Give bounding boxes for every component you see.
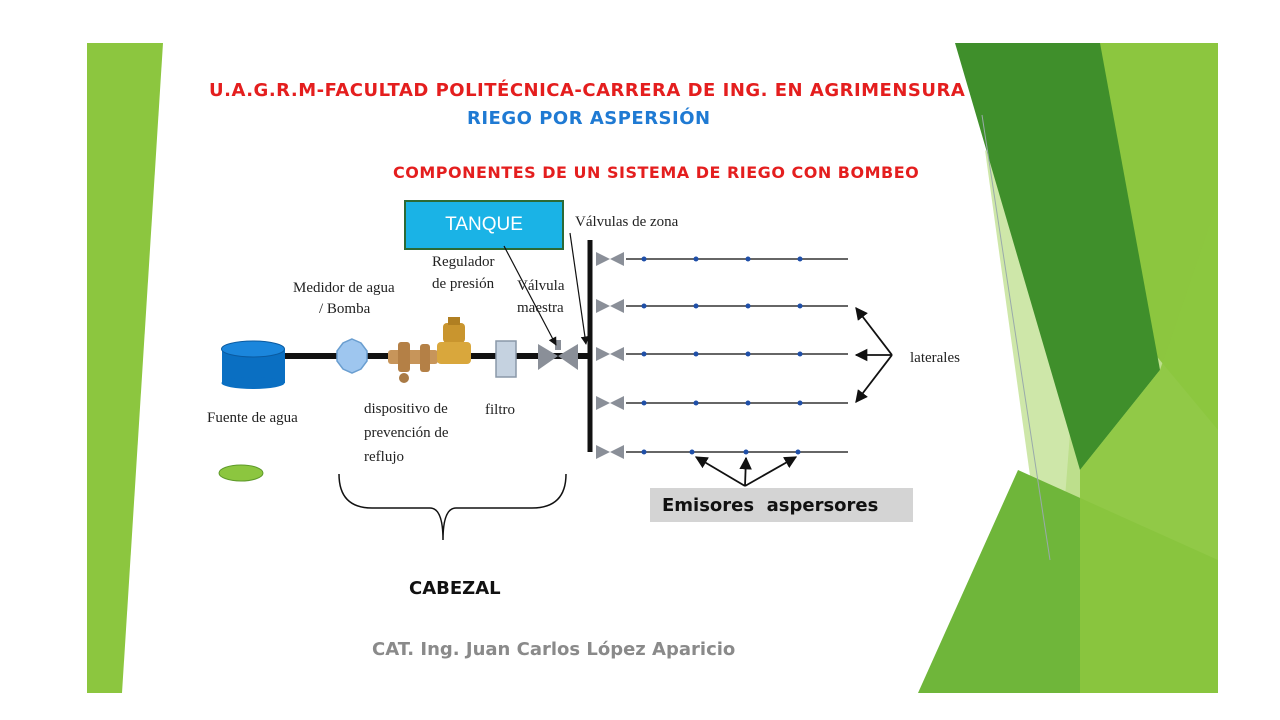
laterals-arrow-1 bbox=[855, 306, 893, 356]
tank-box: TANQUE bbox=[404, 200, 564, 250]
water-source-icon bbox=[221, 340, 285, 389]
lateral-4 bbox=[596, 396, 848, 410]
subject-title: RIEGO POR ASPERSIÓN bbox=[467, 108, 711, 129]
head-label: CABEZAL bbox=[409, 578, 501, 599]
thin-line bbox=[981, 114, 1051, 561]
right-green-bright bbox=[1080, 200, 1218, 693]
topic-title: COMPONENTES DE UN SISTEMA DE RIEGO CON B… bbox=[393, 163, 920, 182]
master-valve-arrow bbox=[503, 245, 557, 346]
cabezal-brace bbox=[338, 473, 567, 541]
zone-valve-arrow bbox=[569, 232, 590, 345]
filter-icon bbox=[495, 340, 517, 378]
backflow-label-line2: prevención de bbox=[364, 425, 449, 441]
author-footer: CAT. Ing. Juan Carlos López Aparicio bbox=[372, 639, 736, 660]
tank-label: TANQUE bbox=[445, 214, 523, 235]
emitters-box: Emisores aspersores bbox=[650, 488, 913, 522]
laterals-label: laterales bbox=[910, 350, 960, 366]
lateral-2 bbox=[596, 299, 848, 313]
backflow-device-icon bbox=[388, 342, 438, 383]
lateral-3 bbox=[596, 347, 848, 361]
institution-title: U.A.G.R.M-FACULTAD POLITÉCNICA-CARRERA D… bbox=[209, 80, 966, 101]
zone-valves-label: Válvulas de zona bbox=[575, 214, 679, 230]
pressure-regulator-icon bbox=[437, 317, 471, 364]
master-valve-label-line2: maestra bbox=[517, 300, 564, 316]
lateral-1 bbox=[596, 252, 848, 266]
green-ellipse bbox=[218, 464, 264, 482]
regulator-label-line2: de presión bbox=[432, 276, 495, 292]
meter-label-line2: / Bomba bbox=[319, 301, 371, 317]
emitters-label: Emisores aspersores bbox=[662, 494, 879, 516]
lateral-5 bbox=[596, 445, 848, 459]
filter-label: filtro bbox=[485, 402, 515, 418]
master-valve-label-line1: Válvula bbox=[517, 278, 565, 294]
meter-label-line1: Medidor de agua bbox=[293, 280, 395, 296]
emitter-arrow-3 bbox=[744, 456, 798, 487]
emitter-arrow-1 bbox=[694, 456, 746, 487]
water-meter-icon bbox=[336, 338, 368, 374]
backflow-label-line1: dispositivo de bbox=[364, 401, 448, 417]
emitter-arrow-2 bbox=[739, 456, 752, 487]
water-source-label: Fuente de agua bbox=[207, 410, 298, 426]
master-valve-icon bbox=[538, 340, 578, 370]
laterals-arrow-3 bbox=[855, 354, 893, 404]
regulator-label-line1: Regulador bbox=[432, 254, 495, 270]
left-green-shape bbox=[87, 43, 163, 693]
backflow-label-line3: reflujo bbox=[364, 449, 404, 465]
right-green-dark bbox=[955, 43, 1160, 470]
